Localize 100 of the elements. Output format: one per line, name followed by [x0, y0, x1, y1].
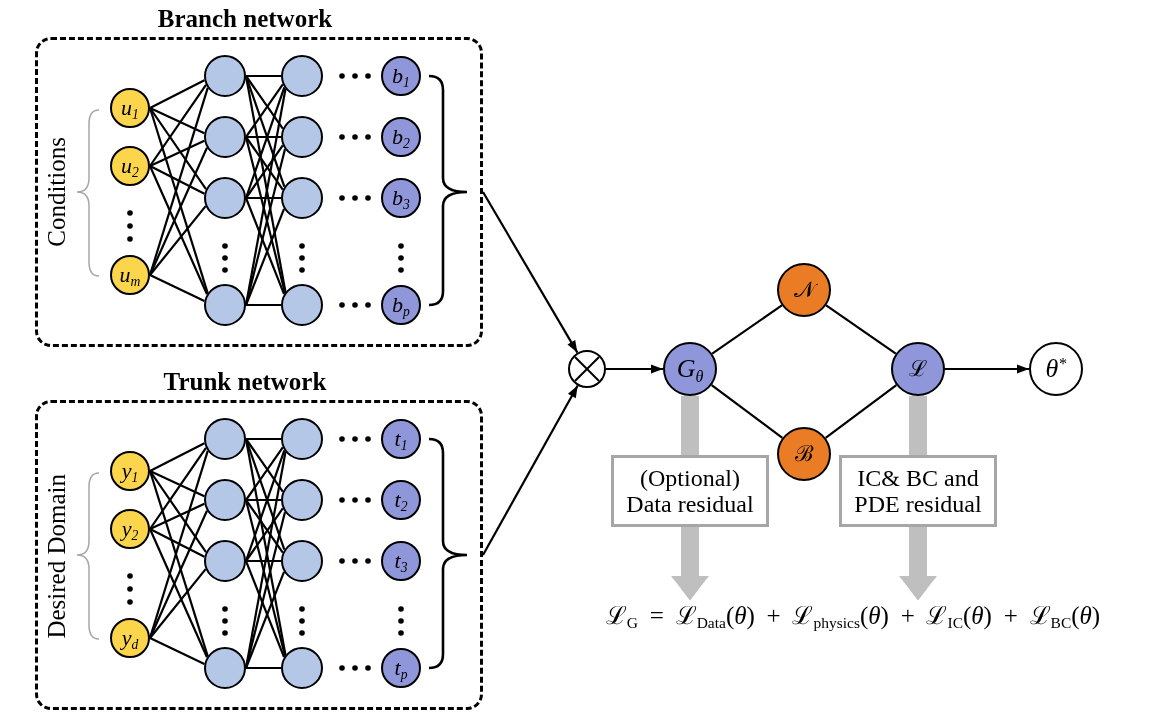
multiply-symbol: [568, 350, 606, 388]
operator-node: [777, 427, 831, 481]
connection-line: [149, 79, 205, 109]
math-symbol: 𝒩: [790, 275, 818, 305]
connection-line: [245, 83, 284, 138]
hidden-neuron: [204, 479, 246, 521]
arrow: [606, 364, 663, 374]
hidden-neuron: [204, 647, 246, 689]
math-symbol: b$_{3}$: [391, 184, 411, 213]
hidden-neuron: [204, 55, 246, 97]
hidden-neuron: [281, 284, 323, 326]
math-symbol: t$_{3}$: [393, 547, 409, 576]
connection-line: [245, 75, 284, 130]
connection-line: [149, 510, 208, 639]
connection-line: [149, 274, 205, 303]
output-neuron: [381, 178, 421, 218]
math-symbol: b$_{1}$: [391, 62, 411, 91]
connection-line: [149, 205, 207, 276]
box-text: IC& BC and PDE residual: [853, 465, 983, 517]
input-neuron: [110, 451, 150, 491]
connection-line: [825, 304, 897, 355]
connection-line: [149, 502, 205, 530]
math-symbol: u$_{1}$: [120, 94, 140, 123]
connection-line: [825, 384, 897, 439]
connection-line: [245, 446, 284, 501]
arrow: [482, 385, 579, 556]
connection-line: [245, 136, 284, 191]
hidden-neuron: [204, 540, 246, 582]
connection-line: [149, 107, 205, 135]
hidden-neuron: [281, 479, 323, 521]
output-neuron: [381, 285, 421, 325]
math-symbol: t$_{2}$: [393, 486, 409, 515]
residual-box: [839, 455, 997, 527]
arrow: [482, 191, 579, 354]
hidden-neuron: [281, 55, 323, 97]
loss-formula: ℒ$_{G}$ = ℒ$_{Data}$(θ) + ℒ$_{physics}$(θ) + ℒ$_{IC}$(θ) + ℒ$_{BC}$(θ): [605, 600, 1101, 632]
connection-line: [246, 437, 281, 441]
output-neuron: [381, 117, 421, 157]
input-neuron: [110, 509, 150, 549]
result-node: [1029, 342, 1083, 396]
connection-line: [149, 528, 208, 658]
connection-line: [246, 196, 281, 200]
connection-line: [149, 107, 207, 190]
connection-line: [149, 442, 205, 472]
connection-line: [149, 147, 208, 276]
connection-line: [149, 568, 207, 639]
hidden-neuron: [204, 177, 246, 219]
hidden-neuron: [281, 540, 323, 582]
output-neuron: [381, 480, 421, 520]
hidden-neuron: [281, 647, 323, 689]
side-label: Desired Domain: [43, 473, 71, 639]
connection-line: [149, 470, 205, 498]
connection-line: [711, 384, 783, 439]
side-label: Conditions: [43, 137, 71, 247]
input-neuron: [110, 255, 150, 295]
operator-node: [777, 263, 831, 317]
math-symbol: t$_{1}$: [393, 425, 409, 454]
connection-line: [244, 560, 286, 658]
connection-line: [711, 304, 783, 355]
hidden-neuron: [281, 116, 323, 158]
connection-line: [246, 559, 281, 563]
connection-line: [245, 499, 284, 554]
output-neuron: [381, 419, 421, 459]
math-symbol: G$_{θ}$: [675, 353, 705, 387]
math-symbol: b$_{2}$: [391, 123, 411, 152]
connection-line: [149, 139, 205, 167]
box-text: (Optional) Data residual: [625, 465, 755, 517]
section-heading: Branch network: [157, 4, 333, 34]
hidden-neuron: [204, 284, 246, 326]
connection-line: [245, 438, 284, 493]
connection-line: [244, 571, 286, 669]
input-neuron: [110, 88, 150, 128]
output-neuron: [381, 648, 421, 688]
math-symbol: θ$^{*}$: [1044, 353, 1068, 386]
math-symbol: ℒ: [908, 355, 928, 384]
output-neuron: [381, 541, 421, 581]
math-symbol: y$_{1}$: [119, 457, 140, 486]
connection-line: [149, 470, 207, 553]
arrow: [945, 364, 1029, 374]
hidden-neuron: [204, 418, 246, 460]
math-symbol: y$_{2}$: [119, 515, 140, 544]
hidden-neuron: [281, 177, 323, 219]
connection-line: [149, 84, 207, 167]
connection-line: [245, 507, 284, 562]
connection-line: [149, 447, 207, 530]
loss-node: [891, 342, 945, 396]
connection-line: [246, 666, 281, 670]
math-symbol: t$_{p}$: [393, 654, 409, 683]
output-neuron: [381, 56, 421, 96]
operator-node: [663, 342, 717, 396]
section-heading: Trunk network: [163, 367, 327, 397]
connection-line: [244, 197, 286, 295]
input-neuron: [110, 146, 150, 186]
connection-line: [246, 303, 281, 307]
connection-line: [246, 135, 281, 139]
residual-box: [611, 455, 769, 527]
connection-line: [149, 637, 205, 666]
thick-connector: [909, 396, 927, 455]
connection-line: [245, 144, 284, 199]
hidden-neuron: [281, 418, 323, 460]
